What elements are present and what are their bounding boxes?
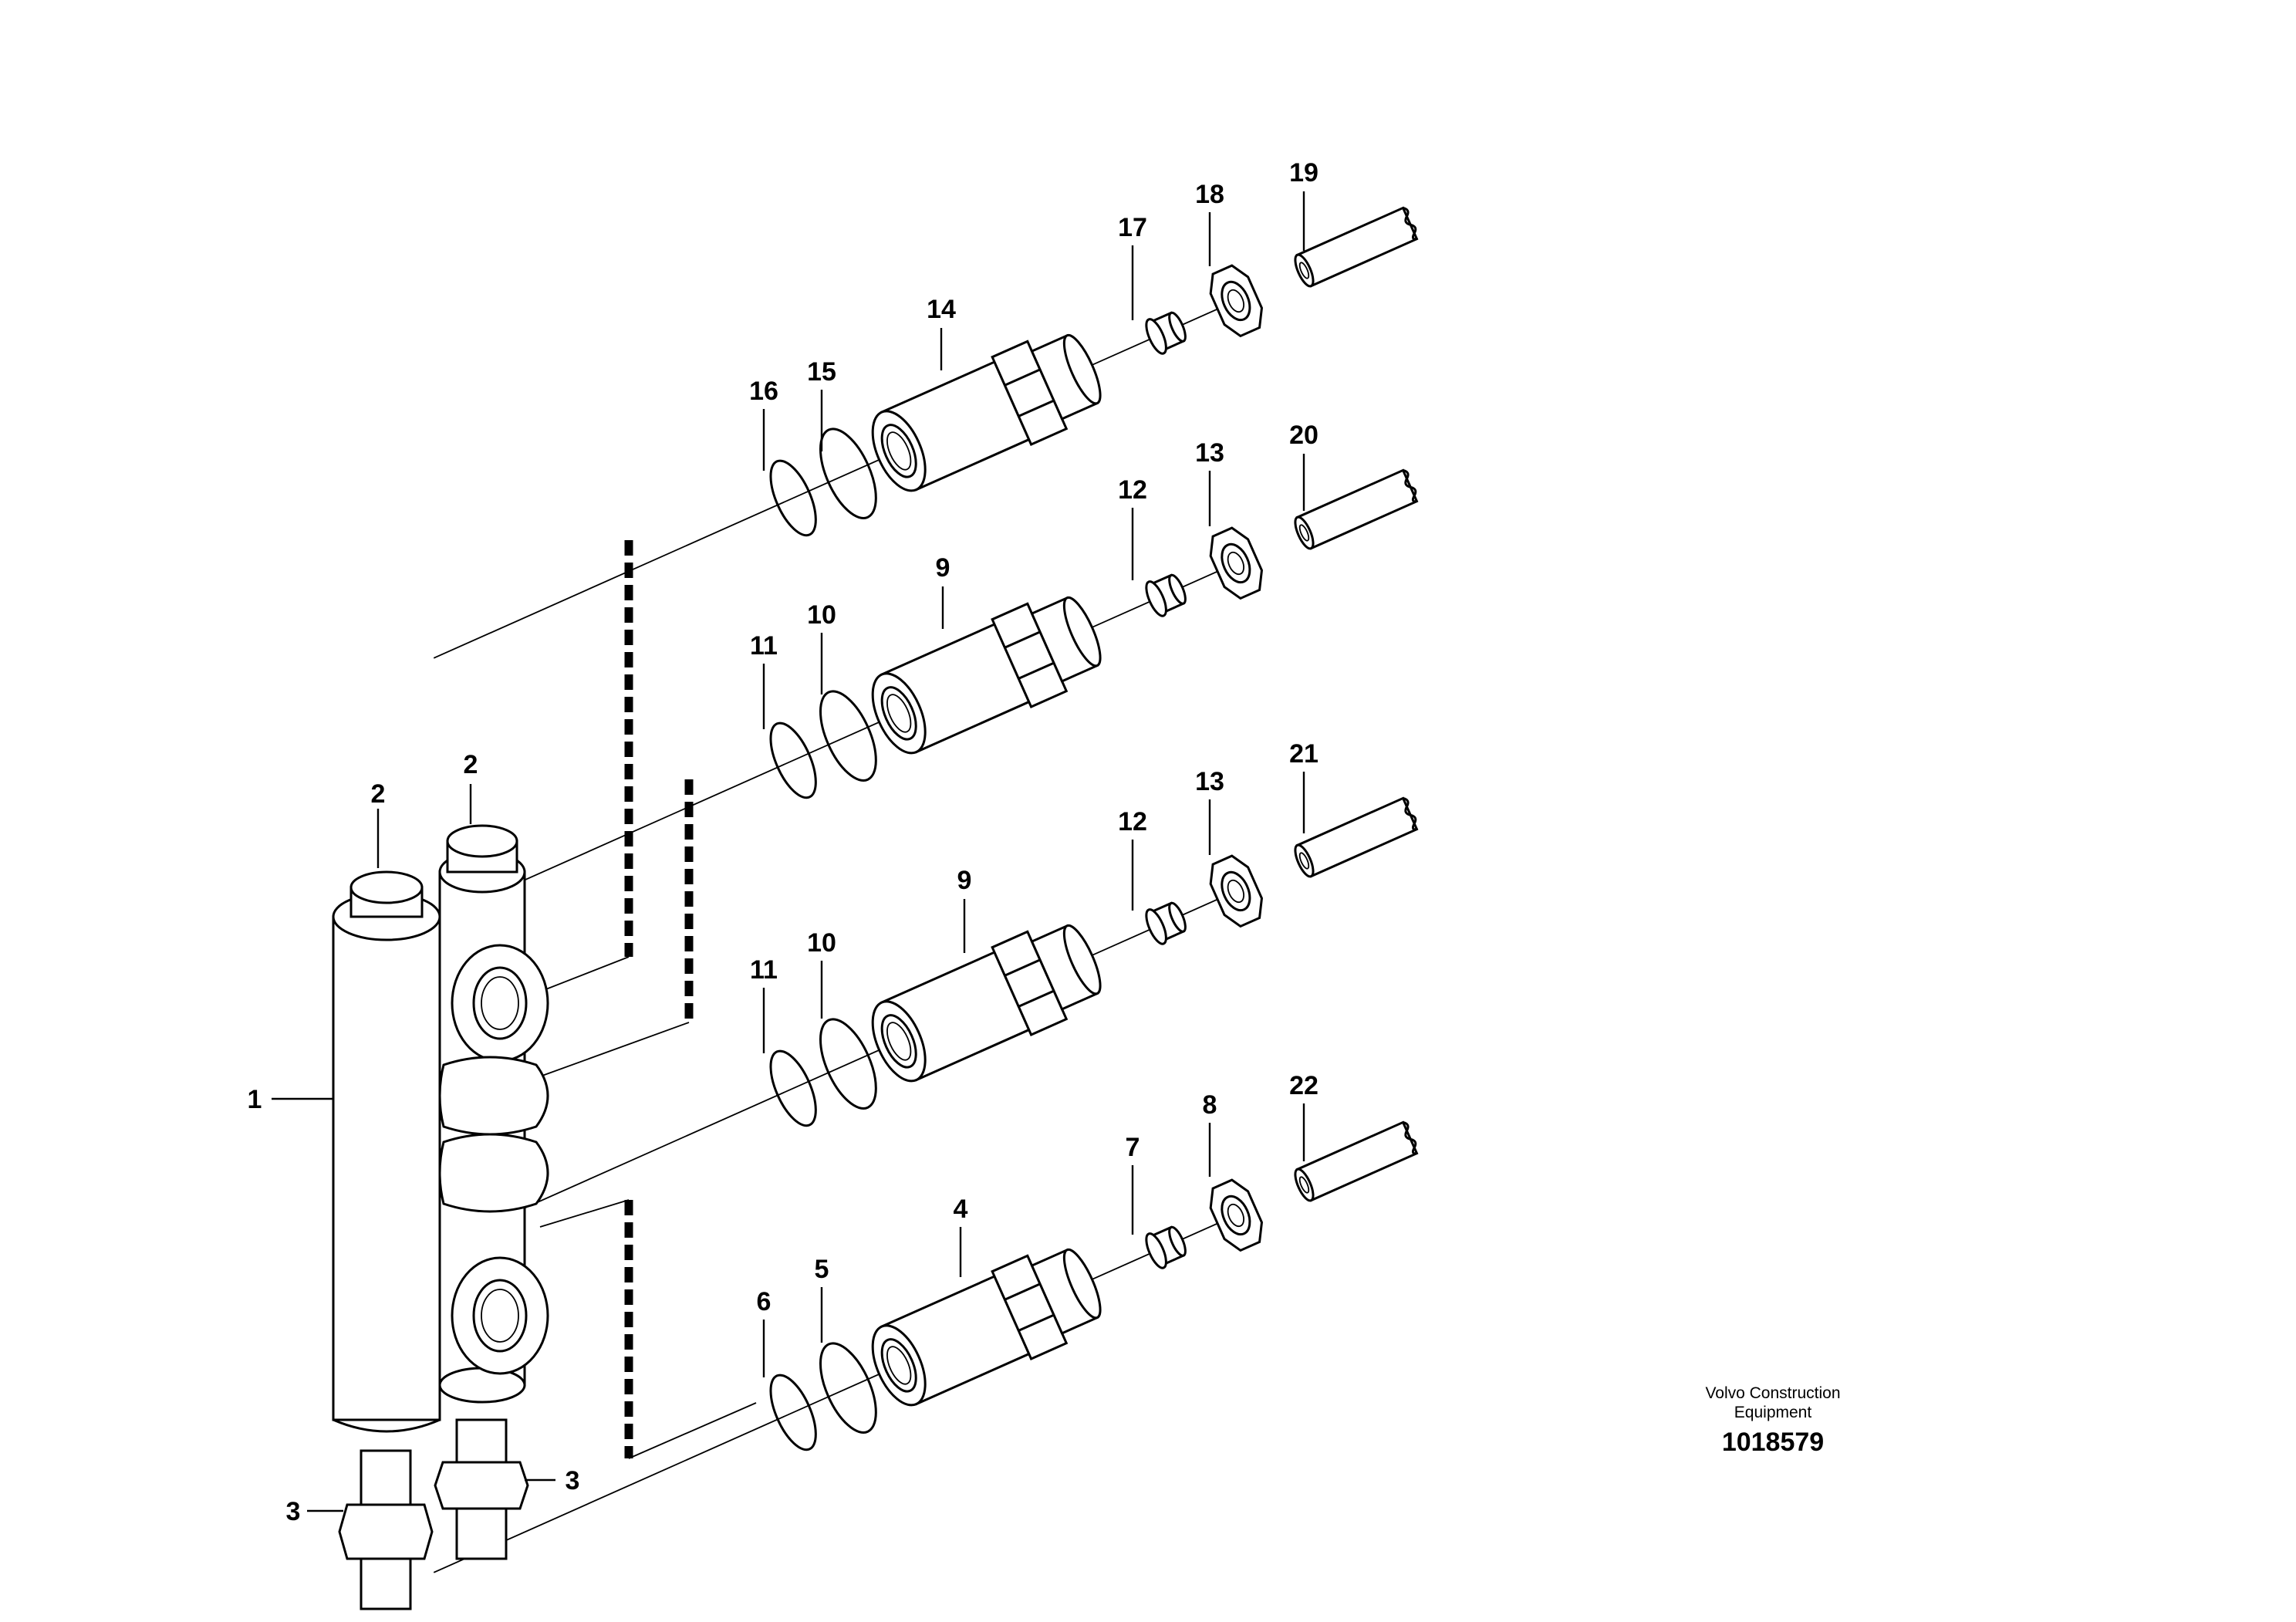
fitting-row-1	[413, 177, 1433, 703]
fitting-row-4	[413, 1091, 1433, 1617]
callout-15: 15	[807, 357, 836, 387]
adapter-right	[434, 1418, 529, 1560]
callout-10: 10	[807, 928, 836, 958]
callout-13: 13	[1195, 438, 1224, 468]
manifold-block	[332, 824, 549, 1433]
callout-7: 7	[1126, 1133, 1140, 1162]
callout-1: 1	[248, 1085, 262, 1114]
callout-14: 14	[927, 295, 956, 324]
callout-21: 21	[1289, 739, 1319, 769]
callout-9: 9	[957, 866, 972, 895]
callout-2: 2	[464, 750, 478, 779]
callout-11: 11	[750, 955, 778, 985]
callout-2: 2	[371, 779, 386, 809]
callout-19: 19	[1289, 158, 1319, 188]
callout-12: 12	[1118, 475, 1147, 505]
callout-3: 3	[566, 1466, 580, 1495]
document-number: 1018579	[1722, 1428, 1824, 1457]
fitting-row-3	[413, 767, 1433, 1293]
callout-5: 5	[815, 1255, 829, 1284]
figure-caption: Volvo Construction Equipment 1018579	[1705, 1384, 1840, 1457]
adapter-left	[338, 1449, 434, 1610]
callout-20: 20	[1289, 421, 1319, 450]
dashed-assembly-lines	[539, 540, 757, 1459]
callout-9: 9	[936, 553, 950, 583]
callout-6: 6	[757, 1287, 772, 1316]
callout-labels: 1 2 2 3 3 16 15 14 17 18 19 11 10 9 12 1…	[248, 158, 1319, 1526]
callout-11: 11	[750, 631, 778, 661]
callout-22: 22	[1289, 1071, 1319, 1100]
manifold-port-lobes	[438, 944, 549, 1375]
callout-12: 12	[1118, 807, 1147, 836]
callout-16: 16	[749, 377, 778, 406]
brand-line-2: Equipment	[1734, 1404, 1812, 1421]
fitting-row-2	[413, 439, 1433, 965]
callout-4: 4	[954, 1195, 968, 1224]
leader-lines	[272, 191, 1305, 1512]
callout-13: 13	[1195, 767, 1224, 796]
callout-3: 3	[286, 1497, 301, 1526]
brand-line-1: Volvo Construction	[1705, 1384, 1840, 1402]
callout-17: 17	[1118, 213, 1147, 242]
callout-8: 8	[1203, 1090, 1217, 1120]
callout-18: 18	[1195, 180, 1224, 209]
callout-10: 10	[807, 600, 836, 630]
